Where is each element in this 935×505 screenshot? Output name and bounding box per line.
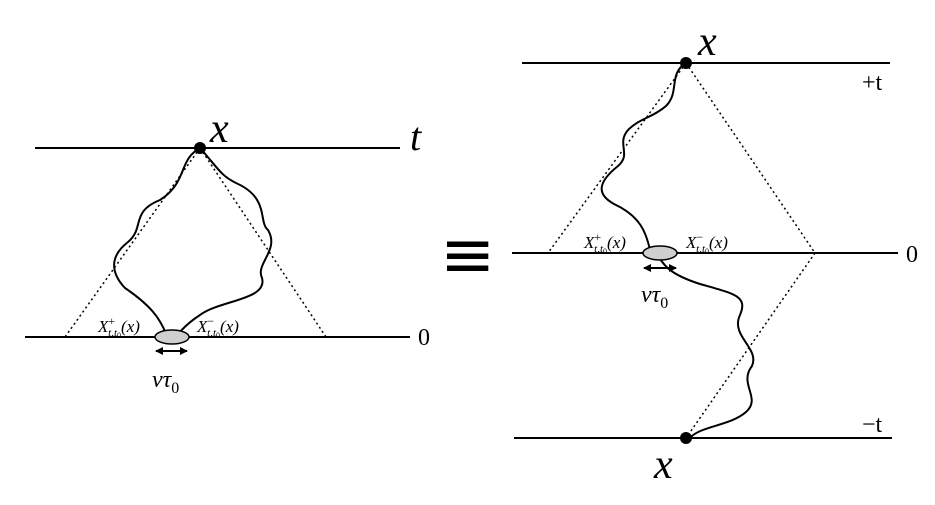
right-bottom-point [680,432,692,444]
right-lightcone-right [685,62,816,254]
left-top-point-label: x [209,106,229,152]
right-top-point [680,57,692,69]
right-lightcone-lower [685,252,816,439]
right-source-ellipse [642,245,678,261]
right-lightcone-left [547,62,687,254]
right-v-tau-label: vτ0 [641,282,668,312]
right-zero-label: 0 [906,242,918,268]
left-top-point [194,142,206,154]
left-x-plus-label: X+t,t0(x) [97,314,140,340]
equivalence-symbol: ≡ [440,216,495,293]
right-minus-t-label: −t [862,412,883,438]
right-path-minus [658,256,755,439]
right-path-plus [600,62,687,251]
left-t-label: t [410,114,422,159]
right-plus-t-label: +t [862,70,883,96]
right-panel: x x +t 0 −t X+t,t0(x) X−t,t0(x) vτ0 [512,19,918,488]
right-bottom-point-label: x [653,442,673,488]
left-path-minus [177,147,273,335]
left-v-tau-label: vτ0 [152,367,179,397]
left-x-minus-label: X−t,t0(x) [196,314,239,340]
left-lightcone-right [199,147,327,338]
left-zero-label: 0 [418,325,430,351]
left-panel: x t 0 X+t,t0(x) X−t,t0(x) vτ0 [25,106,430,397]
right-top-point-label: x [697,19,717,65]
left-lightcone-left [64,147,201,338]
right-x-minus-label: X−t,t0(x) [685,230,728,256]
left-source-ellipse [154,329,190,345]
right-x-plus-label: X+t,t0(x) [583,230,626,256]
left-path-plus [113,147,201,335]
